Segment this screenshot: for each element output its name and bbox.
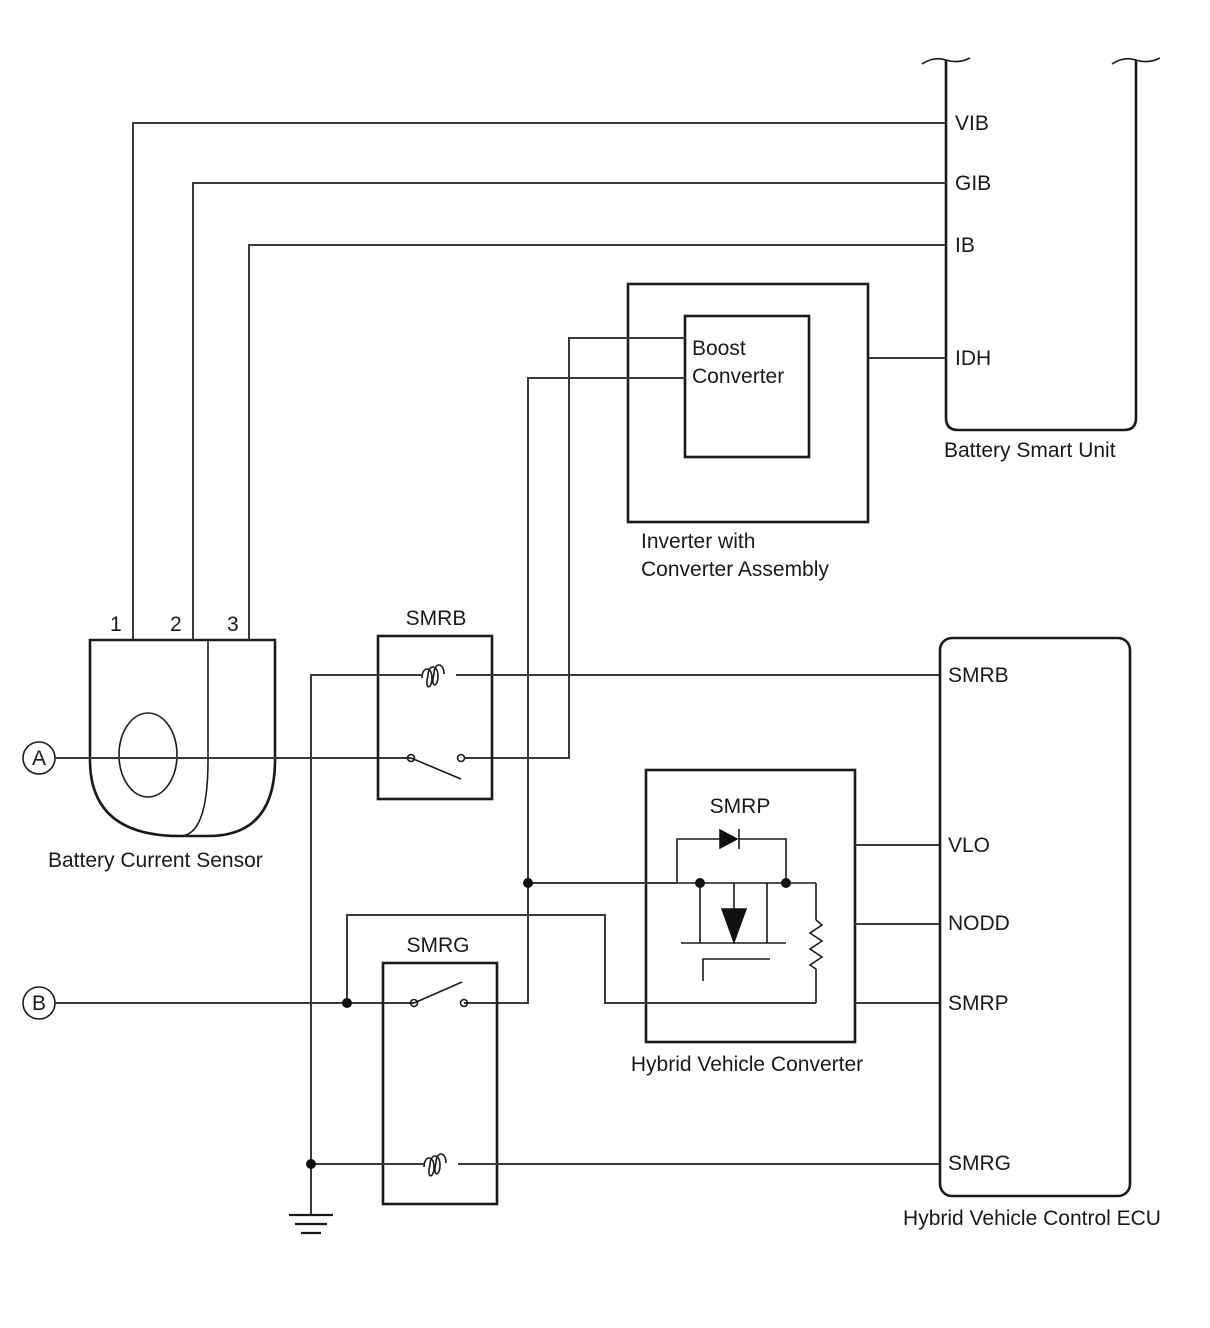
relay-smrb-label: SMRB xyxy=(406,607,467,630)
wire-smrg-to-boost xyxy=(464,377,685,1004)
ecu-terminal-smrb: SMRB xyxy=(948,664,1009,687)
ecu-terminal-nodd: NODD xyxy=(948,912,1010,935)
battery-smart-unit-label: Battery Smart Unit xyxy=(944,439,1116,462)
resistor-icon xyxy=(808,919,824,970)
converter-wires xyxy=(346,844,940,1004)
inverter-label-line1: Inverter with xyxy=(641,530,755,553)
relay-smrg-contact xyxy=(413,981,463,1004)
connector-a: A xyxy=(22,741,411,775)
wire-smrb-to-boost xyxy=(464,337,685,759)
relay-smrb-coil-icon xyxy=(421,664,445,688)
relay-smrg-coil-icon xyxy=(423,1153,447,1177)
terminal-ib-label: IB xyxy=(955,234,975,257)
battery-current-sensor: 1 2 3 Battery Current Sensor xyxy=(48,613,277,872)
diode-icon xyxy=(719,828,739,850)
hybrid-vehicle-control-ecu: SMRB VLO NODD SMRP SMRG Hybrid Vehicle C… xyxy=(903,636,1161,1230)
ecu-terminal-vlo: VLO xyxy=(948,834,990,857)
terminal-vib-label: VIB xyxy=(955,112,989,135)
terminal-gib-label: GIB xyxy=(955,172,991,195)
relay-smrg-label: SMRG xyxy=(407,934,470,957)
sensor-pin-2: 2 xyxy=(170,613,182,636)
boost-converter-feed-wires xyxy=(464,337,685,1004)
relay-smrb-contact xyxy=(410,757,462,780)
boost-converter-box xyxy=(683,314,811,459)
boost-converter-label-line1: Boost xyxy=(692,337,746,360)
smrp-label: SMRP xyxy=(710,795,771,818)
smrb-coil-wires xyxy=(310,674,940,1215)
smrg-coil-wires xyxy=(306,1159,940,1169)
wire-gib xyxy=(192,182,946,640)
battery-smart-unit: Battery Smart Unit VIB GIB IB IDH xyxy=(921,57,1161,462)
sensor-pin-3: 3 xyxy=(227,613,239,636)
battery-current-sensor-label: Battery Current Sensor xyxy=(48,849,263,872)
connector-b-label: B xyxy=(32,992,46,1015)
ecu-label: Hybrid Vehicle Control ECU xyxy=(903,1207,1161,1230)
connector-b: B xyxy=(22,986,414,1020)
relay-smrg: SMRG xyxy=(381,934,499,1206)
relay-smrb: SMRB xyxy=(376,607,494,801)
sensor-pin-1: 1 xyxy=(110,613,122,636)
mosfet-body-diode-icon xyxy=(720,908,748,945)
wire-ib xyxy=(248,244,946,640)
wire-vib xyxy=(132,122,946,640)
boost-converter-label-line2: Converter xyxy=(692,365,784,388)
sensor-core xyxy=(118,712,178,798)
sensor-signal-wires xyxy=(132,122,946,640)
connector-a-label: A xyxy=(32,747,46,770)
ecu-terminal-smrp: SMRP xyxy=(948,992,1009,1015)
inverter-converter-assembly: Boost Converter Inverter with Converter … xyxy=(626,282,870,581)
hybrid-vehicle-converter: SMRP Hybrid Vehicle Converter xyxy=(631,768,863,1076)
hybrid-vehicle-converter-label: Hybrid Vehicle Converter xyxy=(631,1053,863,1076)
ground-icon xyxy=(289,1213,333,1235)
ecu-terminal-smrg: SMRG xyxy=(948,1152,1011,1175)
terminal-idh-label: IDH xyxy=(955,347,991,370)
inverter-label-line2: Converter Assembly xyxy=(641,558,829,581)
